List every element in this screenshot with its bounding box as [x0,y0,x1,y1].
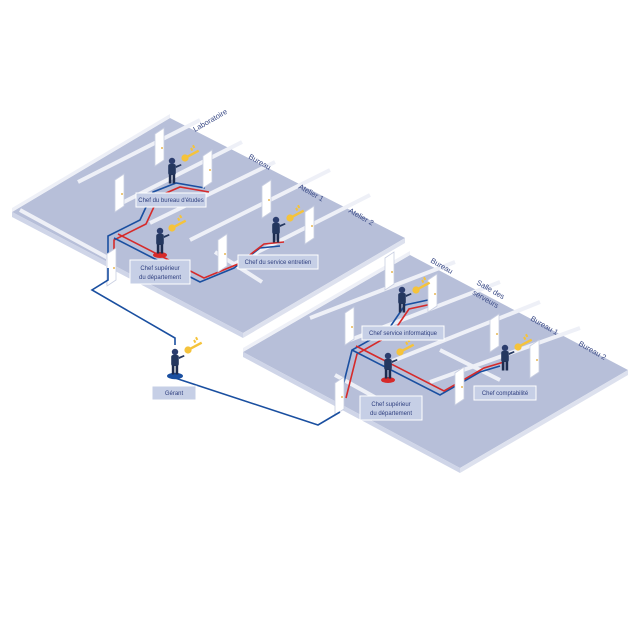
role-label-entretien: Chef du service entretien [237,254,319,270]
role-label-comptabilite: Chef comptabilité [473,385,537,401]
role-text-dept-b-line1: Chef supérieur [371,402,410,408]
door-couloir-b[interactable] [454,366,465,406]
door-salle-serveurs[interactable] [427,273,438,313]
door-laboratoire[interactable] [154,127,165,167]
role-label-dept-a: Chef supérieur du département [129,259,191,285]
role-label-gerant: Gérant [151,385,197,401]
building-b-outer-wall-top [243,251,410,352]
building-a: Laboratoire Bureau Atelier 1 Atelier 2 [12,107,405,338]
door-atelier-2[interactable] [304,205,315,245]
building-b-outer-wall-front [243,352,460,473]
door-entree-a[interactable] [114,173,125,213]
door-atelier-1[interactable] [261,179,272,219]
door-bureau-b[interactable] [384,251,395,291]
door-entree-b-front[interactable] [334,376,345,416]
role-label-etudes: Chef du bureau d'études [135,192,207,208]
door-couloir-a[interactable] [217,233,228,273]
manager-path-to-building-a [90,268,176,345]
role-text-dept-a-line2: du département [139,275,181,281]
chef-superieur-a-figure [153,214,187,258]
role-text-dept-a-line1: Chef supérieur [140,266,179,272]
role-text-etudes: Chef du bureau d'études [138,198,204,204]
access-path-etudes-red [113,186,210,262]
role-label-informatique: Chef service informatique [361,325,445,341]
door-bureau-2[interactable] [529,339,540,379]
role-text-comptabilite: Chef comptabilité [482,391,529,397]
role-text-informatique: Chef service informatique [369,331,438,337]
building-b: Bureau Salle des serveurs Bureau 1 Burea… [243,251,628,473]
building-a-outer-wall-top [12,114,170,212]
building-a-outer-wall-front [12,212,243,338]
manager-figure [167,336,203,380]
chef-superieur-b-figure [381,338,415,383]
role-text-gerant: Gérant [165,391,184,397]
door-entree-b[interactable] [344,306,355,346]
door-bureau-1[interactable] [489,313,500,353]
manager-connections [90,268,341,426]
manager-path-to-building-b [174,377,341,426]
role-label-dept-b: Chef supérieur du département [359,395,423,421]
role-text-dept-b-line2: du département [370,411,412,417]
role-text-entretien: Chef du service entretien [245,260,312,266]
key-icon [184,336,203,354]
door-bureau-a[interactable] [202,149,213,189]
building-a-floor [12,118,405,333]
building-a-outer-wall-right [243,238,405,338]
building-b-outer-wall-right [460,370,628,473]
